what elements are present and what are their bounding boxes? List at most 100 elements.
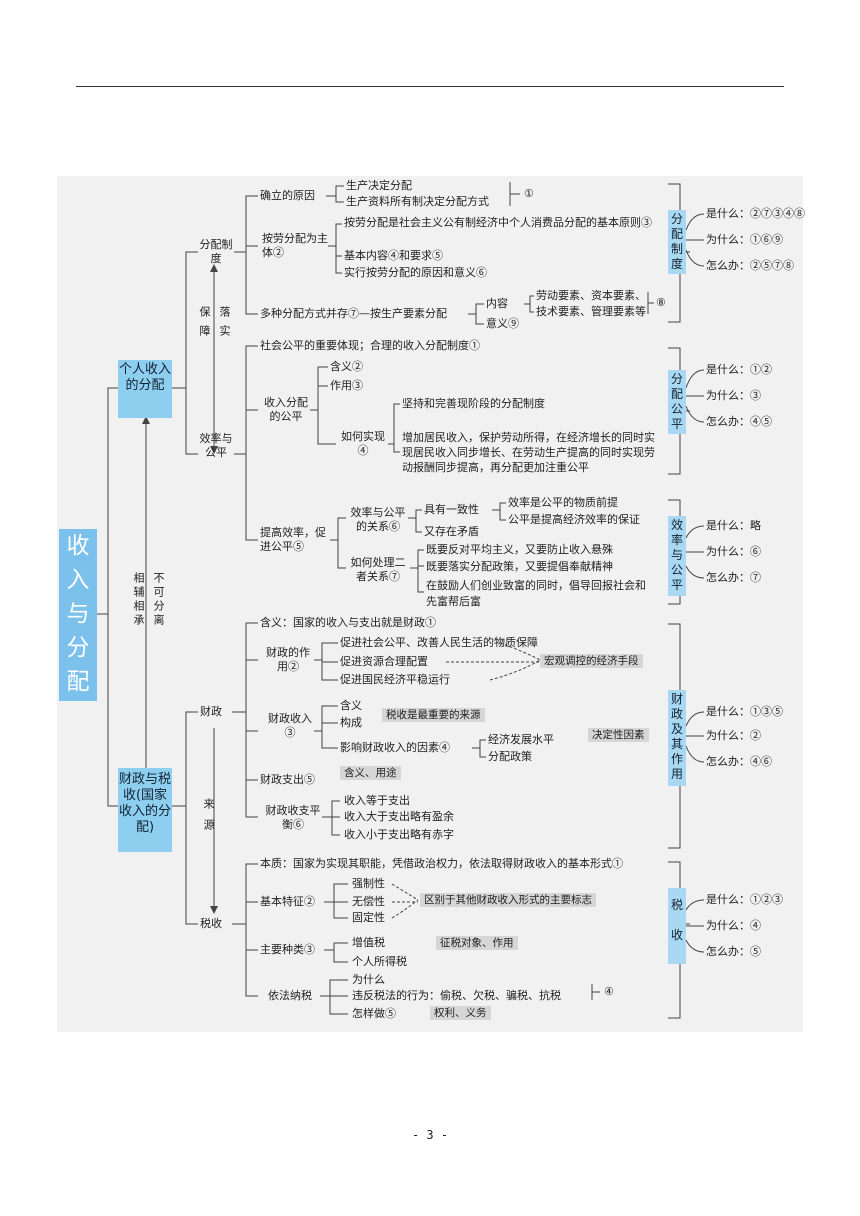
summary-why: 为什么：①⑥⑨ [706,233,783,246]
summary-label: 分配制度 [668,210,686,274]
fi-income-1: 含义 [340,699,362,712]
ds-labor-2: 基本内容④和要求⑤ [344,249,443,262]
tx-law: 依法纳税 [268,989,312,1002]
ef-unity-1: 效率是公平的物质前提 [508,496,618,509]
ds-reason: 确立的原因 [260,189,315,202]
fi-role-note: 宏观调控的经济手段 [540,654,643,668]
char: 落 [218,306,231,325]
ef-relation: 效率与公平的关系⑥ [350,506,406,533]
summary-how: 怎么办：⑤ [706,945,761,958]
ef-handle-2: 既要落实分配政策，又要提倡奉献精神 [426,560,613,573]
root-char: 分 [66,635,90,661]
ds-factors-2: 技术要素、管理要素等 [536,305,646,318]
ds-labor: 按劳分配为主体② [262,232,328,259]
fi-definition: 含义：国家的收入与支出就是财政① [260,616,436,629]
fi-balance-3: 收入小于支出略有赤字 [344,828,454,841]
char: 来 [202,798,215,819]
node-fiscal-tax: 财政与税收(国家收入的分配) [118,768,172,852]
summary-what: 是什么：略 [706,519,761,532]
ds-labor-3: 实行按劳分配的原因和意义⑥ [344,266,487,279]
fi-role-1: 促进社会公平、改善人民生活的物质保障 [340,636,538,649]
tx-law-1: 为什么 [352,973,385,986]
summary-label: 分配公平 [668,370,686,434]
char: 保 [198,306,211,325]
fi-income-2: 构成 [340,716,362,729]
ds-labor-1: 按劳分配是社会主义公有制经济中个人消费品分配的基本原则③ [344,216,652,229]
tx-law-num: ④ [604,985,614,998]
ef-handle: 如何处理二者关系⑦ [350,556,406,583]
root-char: 配 [66,669,90,695]
tx-feature-3: 固定性 [352,911,385,924]
fi-balance: 财政收支平衡⑥ [265,804,321,831]
fi-policy: 分配政策 [488,750,532,763]
fi-role-2: 促进资源合理配置 [340,655,428,668]
summary-what: 是什么：②⑦③④⑧ [706,207,805,220]
char: 障 [198,325,211,344]
char: 不 [152,572,165,586]
char: 源 [202,819,215,840]
ds-content: 内容 [486,297,508,310]
root-node-income-distribution: 收 入 与 分 配 [59,529,97,701]
summary-why: 为什么：③ [706,389,761,402]
summary-how: 怎么办：④⑤ [706,415,772,428]
root-char: 与 [66,601,90,627]
root-char: 收 [66,533,90,559]
fi-balance-2: 收入大于支出略有盈余 [344,810,454,823]
tx-kind-1: 增值税 [352,936,385,949]
fi-spend-note: 含义、用途 [340,766,401,780]
tx-kind-2: 个人所得税 [352,955,407,968]
summary-why: 为什么：⑥ [706,545,761,558]
label-mutual-support: 相辅相承 [130,572,146,628]
page-number: - 3 - [411,1128,449,1142]
tx-feature-1: 强制性 [352,877,385,890]
summary-what: 是什么：①③⑤ [706,705,783,718]
summary-how: 怎么办：④⑥ [706,755,772,768]
fi-role-3: 促进国民经济平稳运行 [340,673,450,686]
tx-nature: 本质：国家为实现其职能，凭借政治权力，依法取得财政收入的基本形式① [260,857,623,870]
ef-how-2: 增加居民收入，保护劳动所得，在经济增长的同时实现居民收入同步增长、在劳动生产提高… [402,431,655,474]
fi-income-3: 影响财政收入的因素④ [340,741,450,754]
ef-handle-1: 既要反对平均主义，又要防止收入悬殊 [426,543,613,556]
label-source: 来源 [200,798,216,840]
tx-feature: 基本特征② [260,895,315,908]
ds-factors-1: 劳动要素、资本要素、 [536,289,646,302]
node-personal-income: 个人收入的分配 [118,360,172,418]
label-inseparable: 不可分离 [150,572,166,628]
ds-reason-2: 生产资料所有制决定分配方式 [346,195,489,208]
fi-spend: 财政支出⑤ [260,773,315,786]
tx-law-2: 违反税法的行为：偷税、欠税、骗税、抗税 [352,989,561,1002]
tx-kinds-note: 征税对象、作用 [436,936,518,950]
ef-social: 社会公平的重要体现；合理的收入分配制度① [260,339,480,352]
header-rule [76,86,784,87]
summary-label: 效率与公平 [668,516,686,596]
label-implement: 落实 [216,306,232,344]
node-finance: 财政 [200,705,222,718]
ef-handle-3: 在鼓励人们创业致富的同时，倡导回报社会和先富帮后富 [426,579,646,608]
ef-how: 如何实现④ [341,430,385,457]
fi-role: 财政的作用② [266,646,310,673]
summary-how: 怎么办：⑦ [706,571,761,584]
summary-why: 为什么：④ [706,919,761,932]
tx-feature-2: 无偿性 [352,895,385,908]
root-char: 入 [66,567,90,593]
ds-reason-1: 生产决定分配 [346,179,412,192]
ef-how-1: 坚持和完善现阶段的分配制度 [402,397,545,410]
char: 相 [132,600,145,614]
ds-reason-num: ① [524,187,534,200]
label-guarantee: 保障 [196,306,212,344]
ef-unity: 具有一致性 [424,503,479,516]
summary-label: 财政及其作用 [668,690,686,786]
tx-feature-note: 区别于其他财政收入形式的主要标志 [420,893,596,907]
ds-multi-num: ⑧ [656,296,666,309]
summary-why: 为什么：② [706,729,761,742]
fi-income-2-note: 税收是最重要的来源 [382,708,485,722]
tx-law-3: 怎样做⑤ [352,1007,396,1020]
char: 离 [152,614,165,628]
fi-balance-1: 收入等于支出 [344,794,410,807]
fi-econ: 经济发展水平 [488,733,554,746]
summary-what: 是什么：①② [706,363,772,376]
tx-law-note: 权利、义务 [430,1006,491,1020]
summary-what: 是什么：①②③ [706,893,783,906]
char: 辅 [132,586,145,600]
node-distribution-system: 分配制度 [199,238,233,265]
